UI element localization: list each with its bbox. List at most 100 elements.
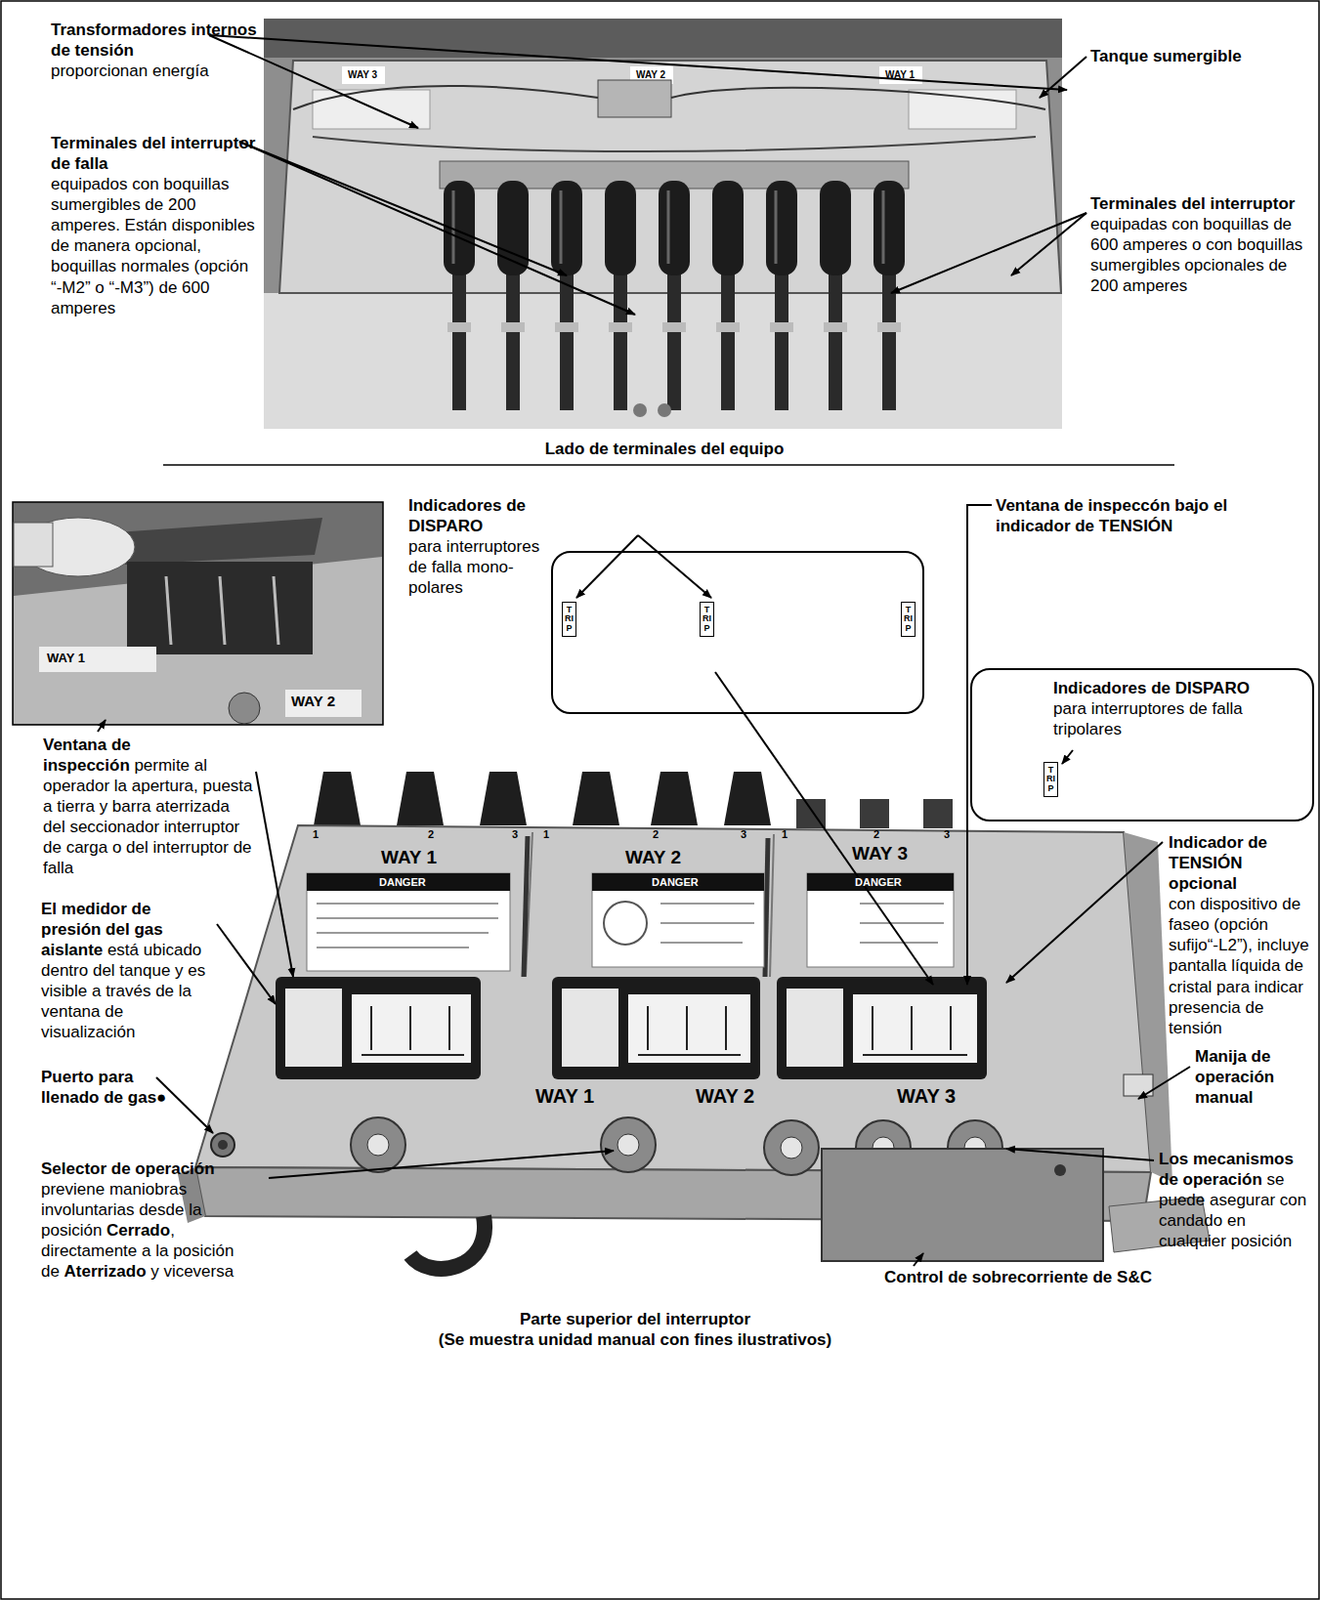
terminal-side-photo bbox=[559, 273, 574, 411]
terminal-side-photo bbox=[879, 66, 923, 85]
switch-top-photo bbox=[306, 873, 511, 972]
leader-line bbox=[913, 1253, 924, 1267]
terminal-side-photo bbox=[828, 273, 843, 411]
callout-group: Tanque sumergible bbox=[1090, 45, 1286, 67]
terminal-side-photo bbox=[447, 322, 471, 333]
callout-heading: (Se muestra unidad manual con fines ilus… bbox=[293, 1329, 978, 1351]
terminal-side-photo bbox=[882, 273, 896, 411]
leader-line bbox=[1011, 212, 1087, 276]
callout-group: Puerto para llenado de gas● bbox=[41, 1066, 169, 1108]
leader-line bbox=[891, 212, 1087, 294]
terminal-side-photo bbox=[819, 180, 852, 276]
terminal-side-photo bbox=[658, 180, 690, 276]
inspection-window-photo bbox=[285, 689, 362, 718]
inspection-window-photo bbox=[117, 517, 323, 565]
terminal-side-photo bbox=[823, 322, 848, 333]
terminal-side-photo bbox=[341, 66, 385, 85]
switch-top-photo bbox=[852, 994, 978, 1064]
callout-group: Parte superior del interruptor(Se muestr… bbox=[293, 1309, 978, 1351]
switch-top-photo bbox=[862, 1006, 968, 1056]
callout-heading: Transformadores internos de tensión bbox=[50, 19, 261, 61]
terminal-side-photo bbox=[613, 273, 628, 411]
switch-top-photo bbox=[1123, 832, 1173, 1183]
callout-heading: Terminales del interruptor de falla bbox=[50, 132, 261, 174]
leader-line bbox=[239, 141, 567, 276]
leader-line bbox=[1006, 842, 1163, 983]
photo-marking: 1 bbox=[312, 828, 319, 841]
photo-marking: 2 bbox=[652, 828, 659, 841]
terminal-side-photo bbox=[312, 136, 1036, 152]
leader-line bbox=[97, 35, 1191, 1267]
leader-line bbox=[638, 535, 712, 598]
terminal-side-photo bbox=[716, 322, 740, 333]
terminal-side-photo bbox=[774, 273, 789, 411]
switch-top-photo bbox=[859, 902, 944, 905]
callout-group: Indicadores de DISPAROpara interruptores… bbox=[408, 495, 555, 598]
inspection-window-photo bbox=[39, 646, 157, 673]
trip-flag: TRIP bbox=[900, 601, 916, 638]
photo-marking: WAY 2 bbox=[625, 848, 682, 869]
switch-top-photo bbox=[316, 902, 499, 905]
terminal-side-photo bbox=[657, 403, 672, 418]
inspection-window-photo bbox=[13, 522, 53, 567]
trip-indicator-panel: TRIPTRIPTRIP bbox=[551, 551, 925, 715]
switch-top-photo bbox=[859, 922, 944, 925]
callout-group: Indicador de TENSIÓN opcionalcon disposi… bbox=[1168, 832, 1316, 1039]
leader-line bbox=[239, 141, 636, 315]
terminal-side-photo bbox=[766, 180, 798, 276]
switch-top-photo bbox=[780, 1137, 803, 1159]
switch-top-photo bbox=[217, 1140, 228, 1150]
switch-top-photo bbox=[617, 1134, 639, 1156]
switch-top-photo bbox=[859, 941, 938, 944]
switch-top-photo bbox=[603, 901, 647, 945]
terminal-side-photo bbox=[671, 87, 1046, 110]
photo-marking: WAY 3 bbox=[851, 844, 908, 865]
switch-top-photo bbox=[351, 994, 471, 1064]
switch-top-photo bbox=[776, 977, 987, 1080]
callout-heading: Tanque sumergible bbox=[1090, 45, 1286, 67]
switch-top-photo bbox=[600, 1117, 656, 1173]
terminal-side-photo bbox=[633, 403, 647, 418]
inspection-window-photo bbox=[12, 502, 384, 725]
terminal-side-photo bbox=[263, 18, 1063, 58]
photo-marking: 1 bbox=[781, 828, 788, 841]
switch-top-photo bbox=[769, 834, 774, 978]
switch-top-photo bbox=[572, 771, 620, 826]
callout-heading: Ventana de inspeccón bajo el indicador d… bbox=[995, 495, 1289, 537]
switch-top-photo bbox=[592, 873, 765, 968]
callout-group: Lado de terminales del equipo bbox=[371, 438, 958, 460]
photo-marking: WAY 2 bbox=[695, 1085, 755, 1108]
leader-line bbox=[255, 771, 294, 978]
photo-marking: WAY 3 bbox=[896, 1085, 956, 1108]
terminal-side-photo bbox=[263, 18, 1063, 429]
switch-top-photo bbox=[821, 1149, 1104, 1262]
switch-top-photo bbox=[764, 1120, 819, 1176]
terminal-side-photo bbox=[882, 190, 886, 264]
section-divider bbox=[163, 464, 1175, 467]
inspection-window-photo bbox=[166, 576, 171, 645]
switch-top-photo bbox=[723, 771, 771, 826]
inspection-window-photo bbox=[12, 502, 384, 725]
terminal-side-photo bbox=[604, 180, 637, 276]
switch-top-photo bbox=[660, 902, 755, 905]
photo-marking: DANGER bbox=[854, 876, 902, 889]
terminal-side-photo bbox=[662, 322, 686, 333]
switch-top-photo bbox=[410, 1216, 485, 1270]
photo-marking: 1 bbox=[543, 828, 550, 841]
leader-line bbox=[715, 672, 934, 985]
switch-top-photo bbox=[765, 838, 768, 978]
terminal-side-photo bbox=[554, 322, 579, 333]
callout-heading: Lado de terminales del equipo bbox=[371, 438, 958, 460]
switch-top-photo bbox=[195, 825, 1151, 1173]
terminal-side-photo bbox=[873, 180, 905, 276]
switch-top-photo bbox=[592, 873, 765, 892]
inspection-window-photo bbox=[127, 561, 313, 655]
terminal-side-photo bbox=[452, 190, 456, 264]
photo-marking: 2 bbox=[427, 828, 434, 841]
switch-top-photo bbox=[660, 941, 743, 944]
callout-text: con dispositivo de faseo (opción sufijo“… bbox=[1168, 894, 1316, 1039]
leader-line bbox=[1138, 1066, 1191, 1100]
photo-marking: WAY 1 bbox=[46, 651, 86, 666]
callout-group: El medidor de presión del gas aislantees… bbox=[41, 898, 213, 1044]
callout-group: Manija de operación manual bbox=[1194, 1046, 1313, 1108]
